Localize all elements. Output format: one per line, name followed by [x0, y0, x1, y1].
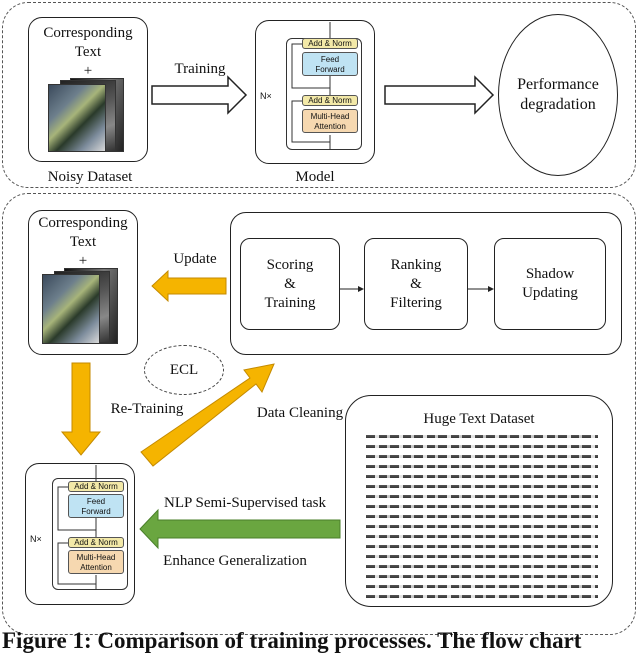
top-add-norm-lower: Add & Norm	[302, 95, 358, 106]
ecl-ellipse: ECL	[144, 345, 224, 395]
top-tf-residual-upper	[291, 43, 330, 89]
figure-caption: Figure 1: Comparison of training process…	[2, 628, 582, 653]
ranking-label: Ranking & Filtering	[390, 256, 442, 311]
nlp-label: NLP Semi-Supervised task	[164, 495, 326, 511]
clean-image-stack	[42, 268, 122, 348]
data-cleaning-label: Data Cleaning	[256, 405, 344, 421]
update-label: Update	[173, 251, 217, 267]
data-cleaning-arrow	[140, 363, 275, 467]
shadow-box: Shadow Updating	[494, 238, 606, 330]
bottom-add-norm-upper: Add & Norm	[68, 481, 124, 492]
scoring-to-ranking-head	[358, 286, 364, 292]
training-label: Training	[174, 61, 226, 77]
ecl-label: ECL	[169, 361, 199, 378]
top-feed-forward: Feed Forward	[302, 52, 358, 76]
bottom-panel	[2, 193, 636, 635]
bottom-multi-head: Multi-Head Attention	[68, 550, 124, 574]
top-tf-residual-lower	[291, 100, 330, 143]
shadow-label: Shadow Updating	[522, 266, 578, 301]
clean-image-front	[42, 274, 100, 344]
retraining-arrow	[60, 362, 102, 456]
update-arrow	[151, 269, 227, 303]
performance-ellipse: Performance degradation	[498, 14, 618, 176]
retraining-label: Re-Training	[110, 401, 184, 417]
huge-text-title: Huge Text Dataset	[423, 411, 535, 427]
top-add-norm-upper: Add & Norm	[302, 38, 358, 49]
bottom-tf-residual-lower	[57, 542, 96, 585]
training-arrow	[151, 75, 248, 115]
bottom-feed-forward: Feed Forward	[68, 494, 124, 518]
scoring-box: Scoring & Training	[240, 238, 340, 330]
bottom-transformer-outer	[52, 478, 128, 590]
noisy-image-front	[48, 84, 106, 152]
scoring-label: Scoring & Training	[264, 256, 316, 311]
model-label: Model	[295, 169, 335, 185]
ranking-to-shadow-head	[488, 286, 494, 292]
ranking-box: Ranking & Filtering	[364, 238, 468, 330]
top-panel	[2, 2, 636, 188]
noisy-dataset-label: Noisy Dataset	[47, 169, 133, 185]
clean-dataset-title: Corresponding Text +	[38, 215, 128, 269]
degradation-arrow	[384, 75, 495, 115]
noisy-image-stack	[48, 78, 128, 156]
nlp-arrow	[139, 508, 341, 550]
bottom-tf-residual-upper	[57, 486, 96, 531]
top-multi-head: Multi-Head Attention	[302, 109, 358, 133]
handwriting-sample	[366, 430, 598, 598]
performance-label: Performance degradation	[517, 76, 599, 113]
generalization-label: Enhance Generalization	[163, 553, 307, 569]
top-nx: N×	[260, 91, 272, 101]
bottom-nx: N×	[30, 534, 42, 544]
handwriting-texture	[366, 430, 598, 598]
noisy-dataset-title: Corresponding Text +	[43, 25, 133, 79]
bottom-add-norm-lower: Add & Norm	[68, 537, 124, 548]
